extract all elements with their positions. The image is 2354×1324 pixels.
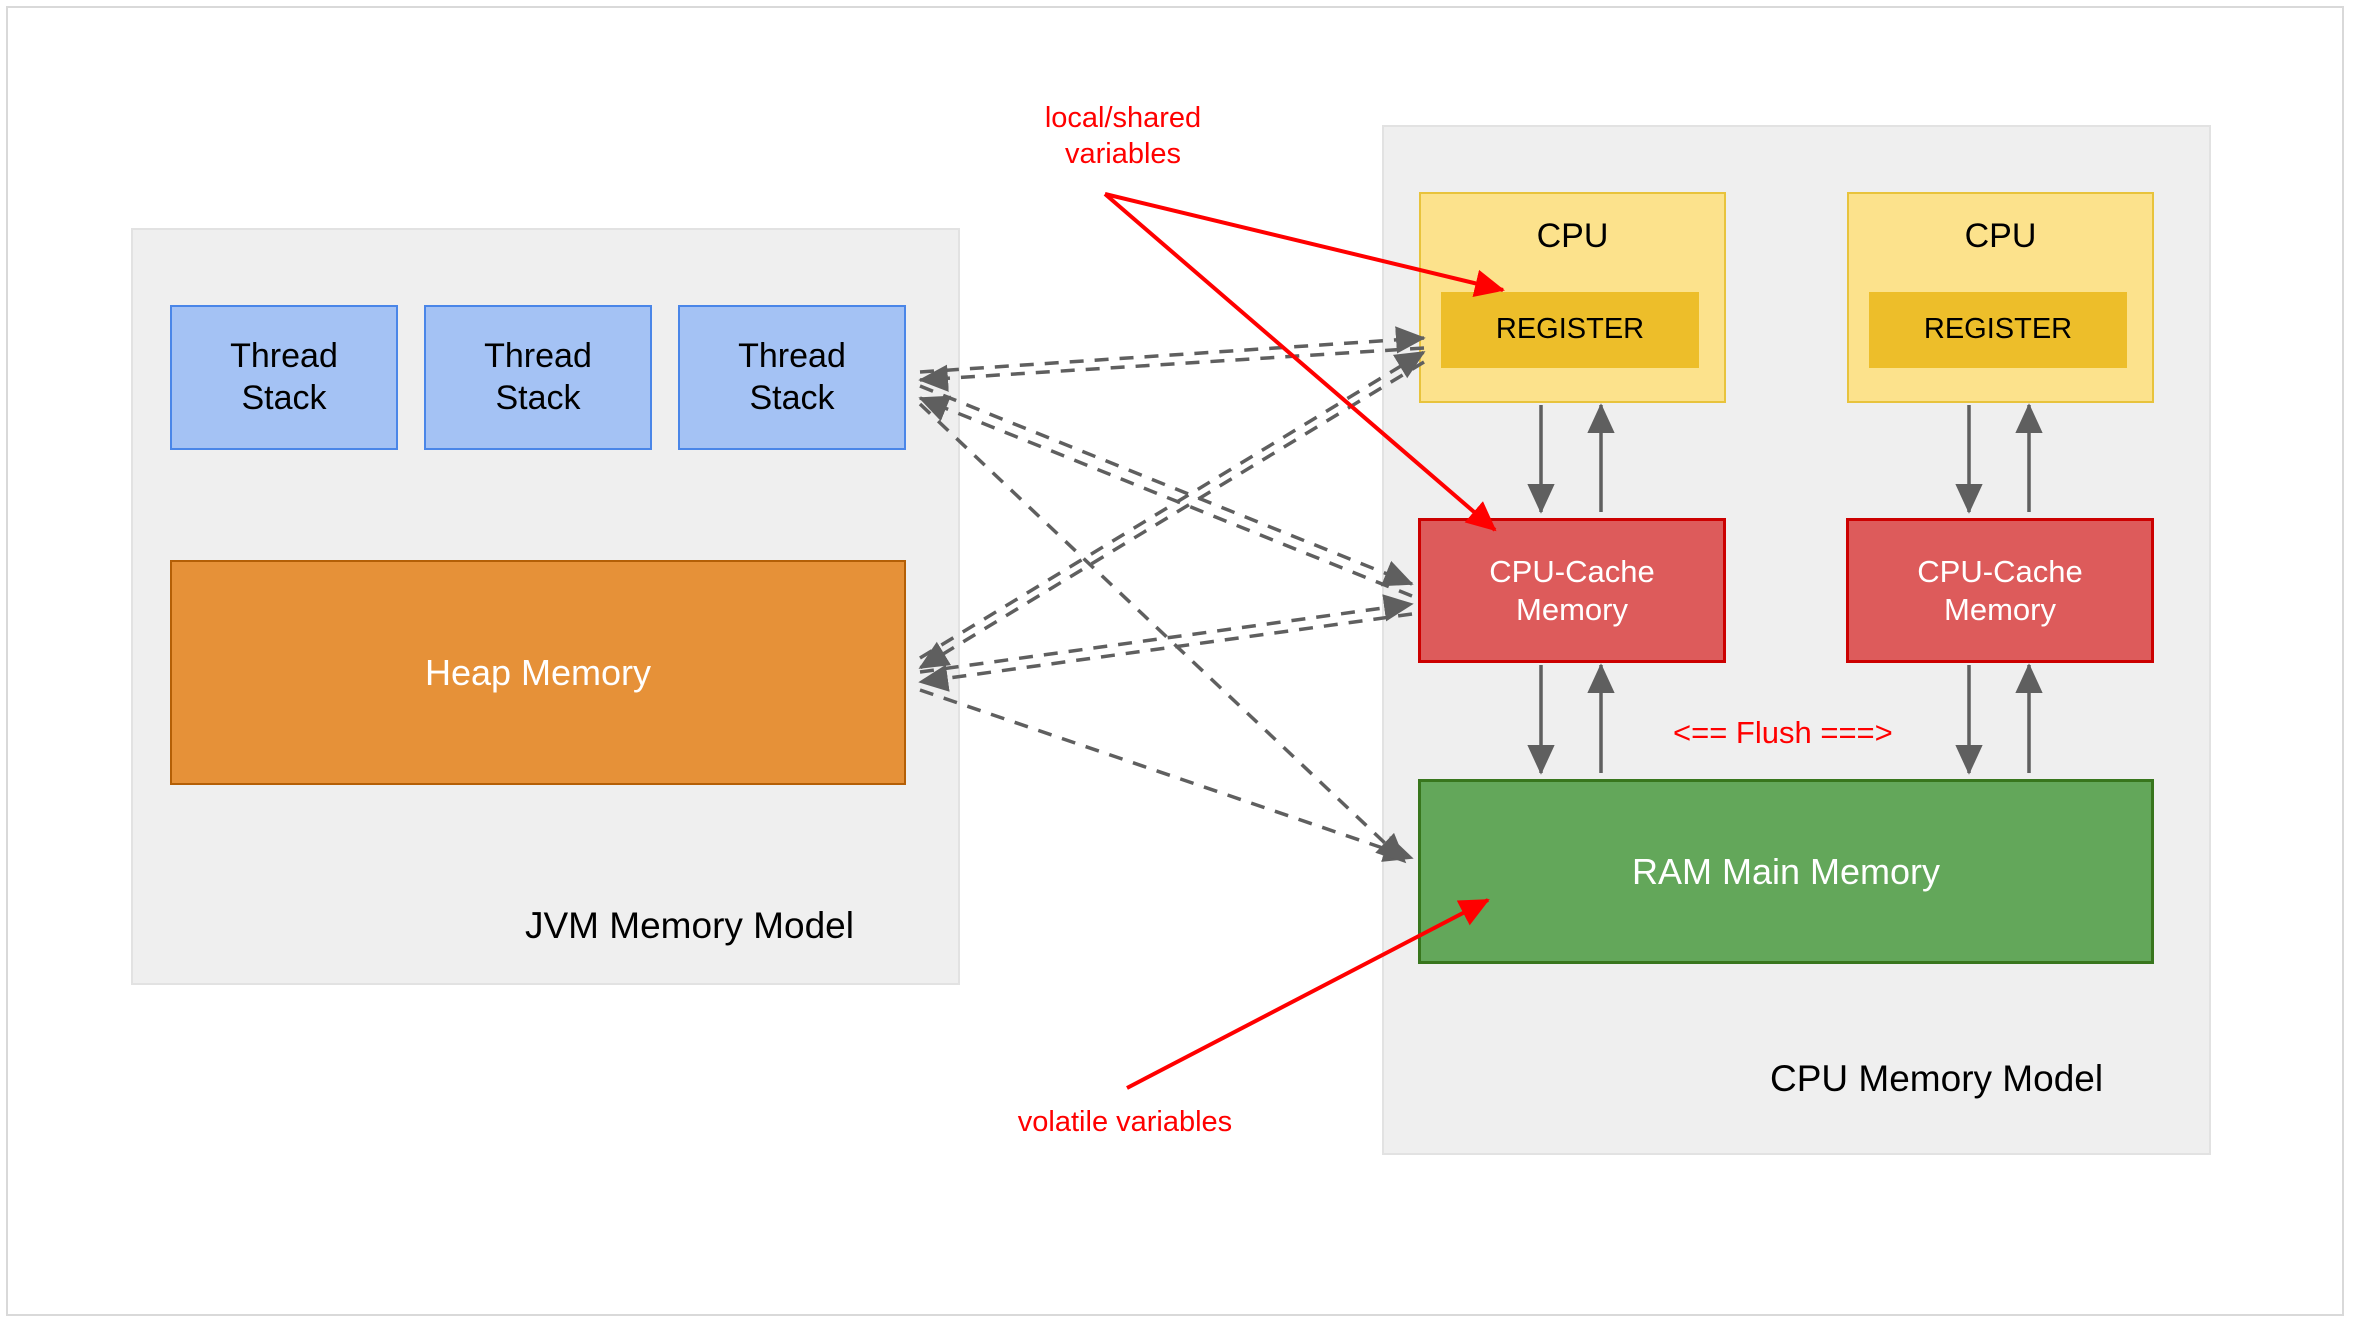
cpu-cache-box-1[interactable]: CPU-Cache Memory bbox=[1418, 518, 1726, 663]
annotation-volatile-variables: volatile variables bbox=[1017, 1106, 1233, 1138]
cpu-box-1[interactable]: CPU REGISTER bbox=[1419, 192, 1726, 403]
register-label-2: REGISTER bbox=[1923, 313, 2073, 346]
cpu-cache-label-2: CPU-Cache Memory bbox=[1917, 553, 2083, 627]
thread-stack-label-1: Thread Stack bbox=[230, 337, 338, 417]
jvm-panel-title: JVM Memory Model bbox=[525, 905, 854, 946]
cpu-box-2[interactable]: CPU REGISTER bbox=[1847, 192, 2154, 403]
cpu-label-2: CPU bbox=[1964, 217, 2037, 255]
thread-stack-box-3[interactable]: Thread Stack bbox=[678, 305, 906, 450]
register-label-1: REGISTER bbox=[1495, 313, 1645, 346]
thread-stack-label-3: Thread Stack bbox=[738, 337, 846, 417]
thread-stack-box-1[interactable]: Thread Stack bbox=[170, 305, 398, 450]
register-box-2[interactable]: REGISTER bbox=[1869, 292, 2127, 368]
ram-main-memory-label: RAM Main Memory bbox=[1631, 850, 1941, 892]
ram-main-memory-box[interactable]: RAM Main Memory bbox=[1418, 779, 2154, 964]
thread-stack-box-2[interactable]: Thread Stack bbox=[424, 305, 652, 450]
cpu-label-1: CPU bbox=[1536, 217, 1609, 255]
thread-stack-label-2: Thread Stack bbox=[484, 337, 592, 417]
register-box-1[interactable]: REGISTER bbox=[1441, 292, 1699, 368]
heap-memory-label: Heap Memory bbox=[424, 651, 652, 693]
flush-label: <== Flush ===> bbox=[1673, 715, 1893, 750]
cpu-cache-label-1: CPU-Cache Memory bbox=[1489, 553, 1655, 627]
cpu-cache-box-2[interactable]: CPU-Cache Memory bbox=[1846, 518, 2154, 663]
heap-memory-box[interactable]: Heap Memory bbox=[170, 560, 906, 785]
annotation-local-shared-variables: local/shared variables bbox=[1044, 102, 1202, 171]
cpu-panel-title: CPU Memory Model bbox=[1770, 1058, 2104, 1099]
